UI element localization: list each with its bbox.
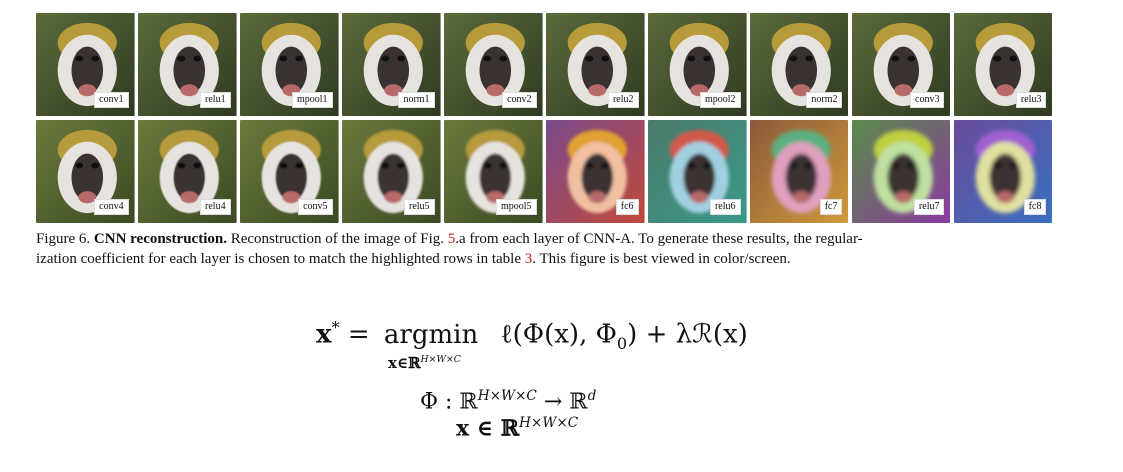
layer-label: mpool1 [292,92,333,108]
layer-label: relu7 [913,199,945,215]
figure-reference-link[interactable]: 5 [447,231,456,247]
figure-caption: Figure 6. CNN reconstruction. Reconstruc… [36,229,1076,269]
layer-reconstruction-conv1: conv1 [36,13,135,116]
monkey-image [647,120,747,223]
layer-reconstruction-norm1: norm1 [341,13,441,116]
monkey-image [545,120,645,223]
layer-label: conv2 [502,92,537,108]
eq-domain: x∈ℝ [388,354,421,372]
figure-row-1: conv1 relu1 [36,13,1060,116]
layer-reconstruction-fc8: fc8 [953,120,1053,223]
eq-star: * [331,318,340,337]
eq-argmin: argmin [383,319,479,350]
layer-label: fc8 [1023,199,1047,215]
layer-reconstruction-mpool5: mpool5 [443,120,543,223]
layer-label: norm2 [806,92,843,108]
eq-regularizer: ) + λℛ(x) [627,319,748,350]
layer-label: relu3 [1015,92,1047,108]
monkey-image [137,13,237,116]
layer-reconstruction-conv2: conv2 [443,13,543,116]
layer-reconstruction-relu4: relu4 [137,120,237,223]
layer-reconstruction-relu3: relu3 [953,13,1053,116]
layer-label: relu2 [607,92,639,108]
eq-dims: H×W×C [519,415,579,431]
eq-d: d [587,388,597,404]
figure-row-2: conv4 relu4 [36,120,1060,223]
layer-label: mpool5 [495,199,537,215]
layer-label: conv3 [910,92,945,108]
layer-reconstruction-mpool1: mpool1 [239,13,339,116]
eq-x-domain: x ∈ ℝ [456,415,520,442]
layer-label: norm1 [398,92,435,108]
layer-reconstruction-conv3: conv3 [851,13,951,116]
monkey-image [341,120,441,223]
layer-label: relu5 [404,199,435,215]
mapping-equation: Φ : ℝH×W×C → ℝd [420,388,596,414]
eq-dims: H×W×C [477,388,537,404]
reconstruction-figure: conv1 relu1 [36,13,1060,223]
eq-phi: Φ : ℝ [420,389,478,415]
eq-dims: H×W×C [420,354,461,365]
layer-label: relu1 [200,92,231,108]
objective-equation: x* = argmin ℓ(Φ(x), Φ0) + λℛ(x) [316,318,748,353]
layer-reconstruction-fc7: fc7 [749,120,849,223]
layer-reconstruction-conv4: conv4 [36,120,135,223]
table-reference-link[interactable]: 3 [524,251,533,267]
layer-reconstruction-relu1: relu1 [137,13,237,116]
monkey-image [443,13,543,116]
caption-text: Reconstruction of the image of Fig. [226,231,448,247]
monkey-image [749,13,849,116]
layer-reconstruction-norm2: norm2 [749,13,849,116]
layer-reconstruction-relu2: relu2 [545,13,645,116]
monkey-image [851,13,951,116]
layer-reconstruction-relu7: relu7 [851,120,951,223]
layer-reconstruction-relu6: relu6 [647,120,747,223]
caption-prefix: Figure 6. [36,231,94,247]
layer-label: mpool2 [699,92,741,108]
layer-label: relu6 [709,199,741,215]
layer-label: conv1 [94,92,129,108]
layer-label: fc6 [615,199,639,215]
eq-objective: ℓ(Φ(x), Φ [500,319,617,350]
monkey-image [239,120,339,223]
monkey-image [36,13,135,116]
layer-label: fc7 [819,199,843,215]
monkey-image [545,13,645,116]
monkey-image [851,120,951,223]
eq-sub-0: 0 [616,333,628,353]
caption-text: . This figure is best viewed in color/sc… [532,251,791,267]
eq-codomain: → ℝ [536,389,588,415]
argmin-subscript: x∈ℝH×W×C [388,354,461,372]
layer-label: conv5 [298,199,333,215]
layer-reconstruction-mpool2: mpool2 [647,13,747,116]
layer-reconstruction-relu5: relu5 [341,120,441,223]
eq-equals: = [339,319,378,350]
layer-label: conv4 [94,199,129,215]
domain-equation: x ∈ ℝH×W×C [456,415,578,441]
layer-reconstruction-conv5: conv5 [239,120,339,223]
caption-title: CNN reconstruction. [93,231,227,247]
monkey-image [443,120,543,223]
eq-var-x: x [316,319,332,350]
monkey-image [341,13,441,116]
caption-text: ization coefficient for each layer is ch… [36,251,525,267]
caption-text: .a from each layer of CNN-A. To generate… [455,231,863,247]
monkey-image [749,120,849,223]
layer-label: relu4 [200,199,231,215]
layer-reconstruction-fc6: fc6 [545,120,645,223]
